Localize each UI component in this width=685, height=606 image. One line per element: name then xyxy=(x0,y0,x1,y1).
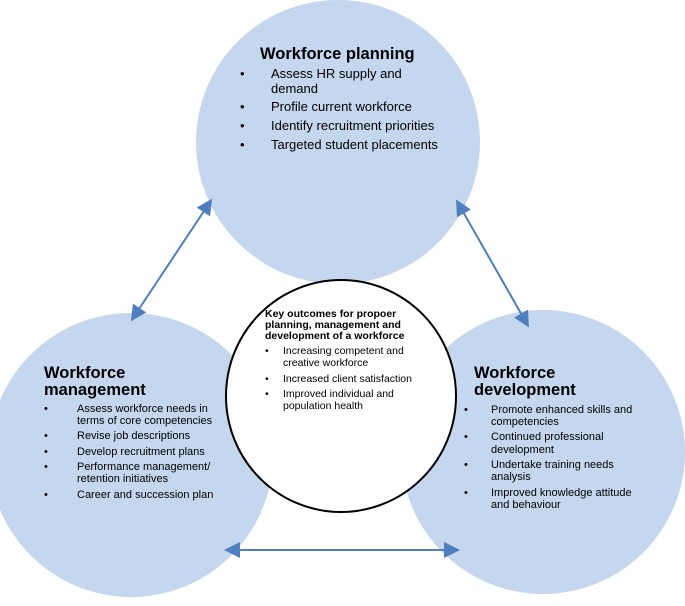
bullet-icon: • xyxy=(464,403,468,416)
list-item: •Assess HR supply and demand xyxy=(240,66,402,96)
list-item: • Promote enhanced skills and competenci… xyxy=(464,403,633,428)
development-title: Workforce development xyxy=(474,364,576,400)
list-item: •Increased client satisfaction xyxy=(265,372,412,385)
bullet-icon: • xyxy=(464,486,468,499)
bullet-icon: • xyxy=(44,402,48,415)
management-circle xyxy=(0,313,273,597)
planning-list: •Assess HR supply and demand •Profile cu… xyxy=(238,67,438,152)
arrow-planning-development xyxy=(456,199,529,328)
list-item: •Improved knowledge attitude and behavio… xyxy=(464,486,632,511)
bullet-icon: • xyxy=(464,458,468,471)
bullet-icon: • xyxy=(44,445,48,458)
bullet-icon: • xyxy=(265,388,269,401)
list-item: •Continued professional development xyxy=(464,431,604,456)
outcomes-title: Key outcomes for propoer planning, manag… xyxy=(265,308,405,343)
list-item: •Improved individual and population heal… xyxy=(265,388,394,413)
bullet-icon: • xyxy=(240,117,245,133)
planning-title: Workforce planning xyxy=(260,45,415,63)
list-item: • Develop recruitment plans xyxy=(44,445,205,458)
list-item: • Targeted student placements xyxy=(240,136,438,152)
workforce-management-box: Workforce management •Assess workforce n… xyxy=(44,364,214,504)
development-circle xyxy=(401,310,685,594)
bullet-icon: • xyxy=(240,136,245,152)
arrow-planning-management xyxy=(130,198,213,322)
management-list: •Assess workforce needs in terms of core… xyxy=(44,403,214,501)
bullet-icon: • xyxy=(464,431,468,444)
key-outcomes-box: Key outcomes for propoer planning, manag… xyxy=(265,308,415,417)
development-list: • Promote enhanced skills and competenci… xyxy=(464,404,634,512)
bullet-icon: • xyxy=(44,488,48,501)
list-item: •Performance management/ retention initi… xyxy=(44,460,211,486)
outcomes-circle xyxy=(225,279,457,513)
list-item: •Increasing competent and creative workf… xyxy=(265,345,404,369)
bullet-icon: • xyxy=(265,345,269,358)
bullet-icon: • xyxy=(44,460,48,473)
bullet-icon: • xyxy=(44,430,48,443)
planning-circle xyxy=(196,0,480,284)
workforce-planning-box: Workforce planning •Assess HR supply and… xyxy=(238,45,438,156)
workforce-development-box: Workforce development • Promote enhanced… xyxy=(464,364,634,514)
list-item: •Identify recruitment priorities xyxy=(240,117,435,133)
list-item: •Career and succession plan xyxy=(44,488,214,501)
list-item: •Revise job descriptions xyxy=(44,430,191,443)
list-item: •Profile current workforce xyxy=(240,99,412,115)
list-item: •Undertake training needs analysis xyxy=(464,458,614,484)
outcomes-list: •Increasing competent and creative workf… xyxy=(265,345,415,413)
management-title: Workforce management xyxy=(44,364,146,400)
bullet-icon: • xyxy=(240,66,245,82)
bullet-icon: • xyxy=(240,99,245,115)
bullet-icon: • xyxy=(265,372,269,385)
list-item: •Assess workforce needs in terms of core… xyxy=(44,402,213,427)
